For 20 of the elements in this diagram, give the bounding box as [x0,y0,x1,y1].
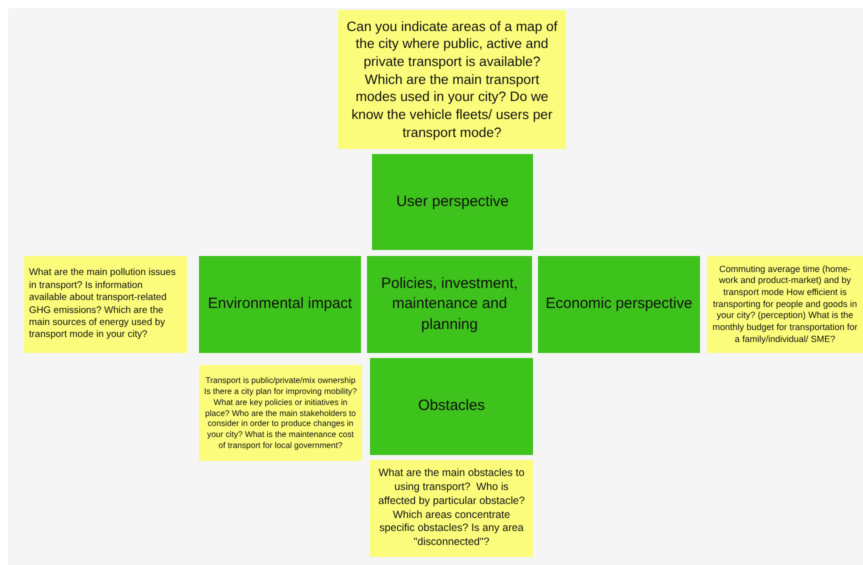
question-text: Can you indicate areas of a map of the city where public, active and private transport is available? Which are the main transport modes used in your city? Do we know the vehicle fleets/ users per transport mode? [346,18,558,142]
topic-title: User perspective [396,192,509,212]
topic-title: Environmental impact [208,294,352,314]
question-text: Commuting average time (home-work and product-market) and by transport mode How efficient is transporting for people and goods in your city? (perception) What is the monthly budget for transportation for a family/individual/ SME? [711,264,859,346]
question-text: What are the main pollution issues in transport? Is information available about transport-related GHG emissions? Which are the main sources of energy used by transport mode in your city? [29,267,177,342]
sticky-note [707,256,863,353]
topic-card [538,256,700,353]
sticky-note [370,460,533,557]
topic-card [367,256,532,353]
topic-card [372,154,533,250]
topic-title: Economic perspective [546,294,692,314]
sticky-note [24,256,187,353]
topic-card [370,358,533,455]
question-text: Transport is public/private/mix ownership Is there a city plan for improving mobility? What are key policies or initiatives in place? Who are the main stakeholders to consider in order to produce changes in your city? What is the maintenance cost of transport for local government? [203,375,358,451]
question-text: What are the main obstacles to using transport? Who is affected by particular obstacle? Which areas concentrate specific obstacles? Is any area "disconnected"? [377,467,526,550]
topic-title: Policies, investment, maintenance and planning [380,274,519,335]
topic-card [199,256,361,353]
sticky-note [338,10,566,149]
sticky-note [199,365,362,461]
topic-title: Obstacles [418,396,485,416]
